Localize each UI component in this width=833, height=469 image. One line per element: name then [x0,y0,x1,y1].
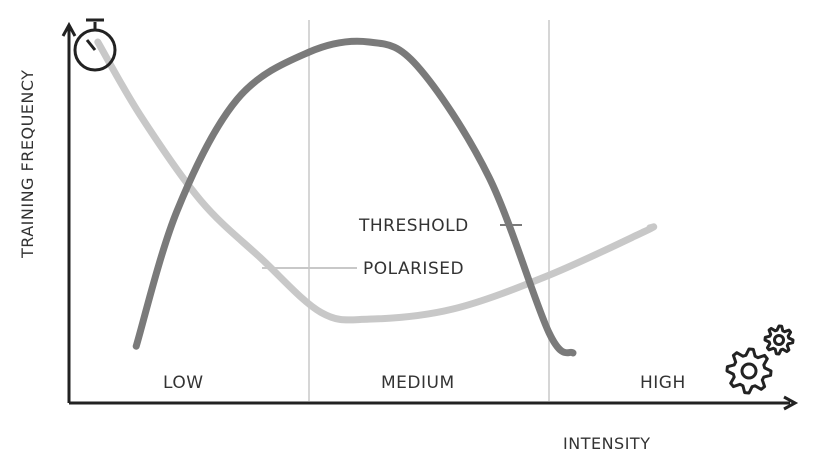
x-axis-title: INTENSITY [563,434,650,453]
series-label-threshold: THRESHOLD [358,216,469,236]
y-axis-title: TRAINING FREQUENCY [18,69,37,259]
zone-label-medium: MEDIUM [381,373,455,393]
series-line-threshold [132,37,577,357]
gears-icon [725,324,795,395]
zone-label-high: HIGH [640,373,686,393]
y-axis-arrow [61,21,77,37]
gear-small-icon [763,324,795,356]
series-label-polarised: POLARISED [363,259,464,279]
zone-label-low: LOW [163,373,204,393]
series-line-polarised [94,38,658,324]
series-layer [94,37,658,357]
stopwatch-icon [73,18,117,72]
x-axis-arrow [783,395,799,411]
gear-large-icon [725,347,773,395]
